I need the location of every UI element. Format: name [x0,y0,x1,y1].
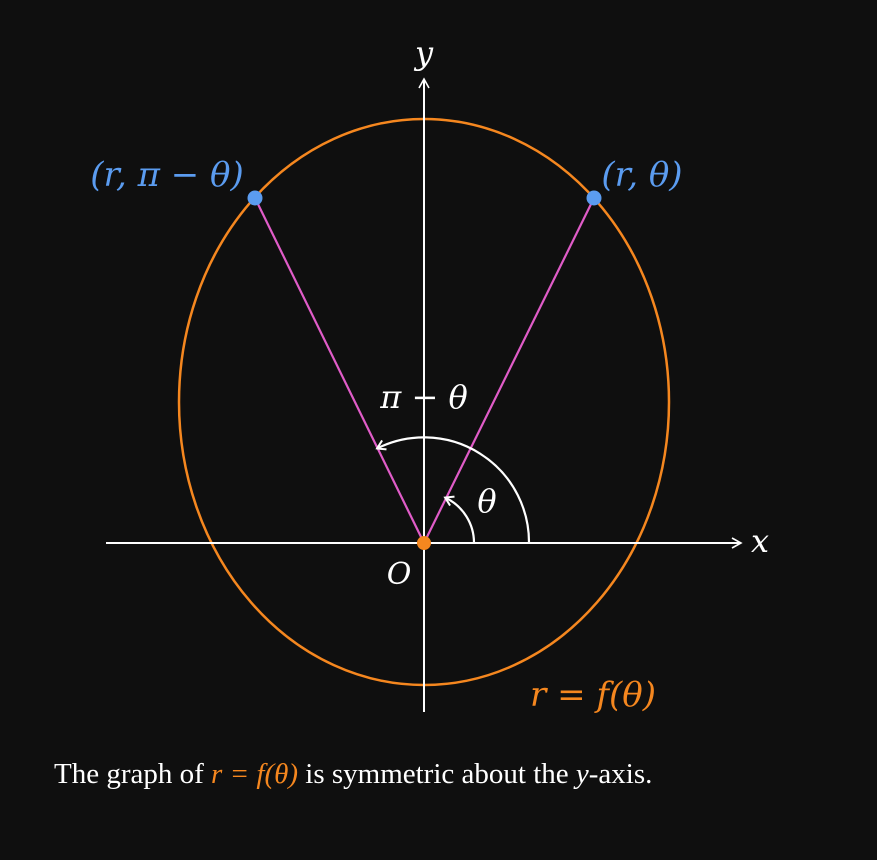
caption-equation: r = f(θ) [211,758,299,790]
curve-label: r = f(θ) [530,675,656,715]
ray-to-point-left [254,197,425,544]
origin-label: O [387,557,412,592]
origin-point [417,536,431,550]
angle-arc-pi-minus-theta [375,436,531,544]
y-axis-label: y [413,34,434,72]
point-r-pi-minus-theta [247,190,263,206]
point-right-label: (r, θ) [601,155,682,195]
point-r-theta [586,190,602,206]
point-left-label: (r, π − θ) [90,155,244,195]
angle-pi-minus-theta-label: π − θ [379,378,467,416]
caption: The graph of r = f(θ) is symmetric about… [0,758,877,791]
caption-prefix: The graph of [54,758,212,790]
caption-axis-var: y [575,758,589,790]
caption-suffix: -axis. [588,758,653,790]
caption-middle: is symmetric about the [298,758,576,790]
ray-to-point-right [423,197,595,544]
polar-symmetry-diagram: y x O (r, θ) (r, π − θ) θ π − θ r = f(θ) [90,34,769,715]
angle-theta-label: θ [477,482,496,520]
x-axis-label: x [751,522,769,560]
angle-arc-theta [443,495,476,544]
